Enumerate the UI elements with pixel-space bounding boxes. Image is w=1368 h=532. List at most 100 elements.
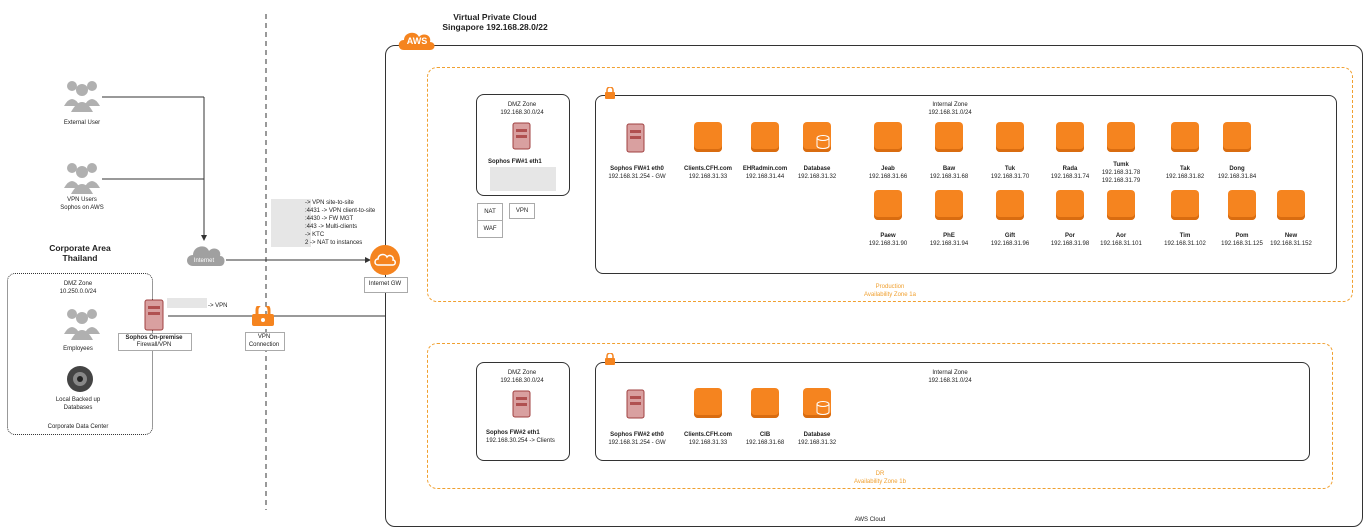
server-name: Gift (1004, 233, 1016, 239)
server-icon (935, 122, 963, 152)
server-name: CIB (759, 432, 771, 438)
server-ip: 192.168.31.44 (745, 174, 785, 180)
server-ip: 192.168.31.98 (1050, 241, 1090, 247)
server-icon (751, 388, 779, 418)
users-group-icon (62, 78, 102, 117)
server-ip: 192.168.31.66 (868, 174, 908, 180)
server-icon (1056, 190, 1084, 220)
dr-dmz-subnet: 192.168.30.0/24 (500, 378, 544, 384)
database-icon (803, 122, 831, 152)
prod-dmz-firewall-icon (511, 121, 533, 156)
server-icon (1107, 122, 1135, 152)
server-ip: 192.168.31.125 (1221, 241, 1263, 247)
server-name: Tuk (1004, 166, 1016, 172)
server-icon (1223, 122, 1251, 152)
server-ip: 192.168.31.32 (797, 174, 837, 180)
production-label: Production (875, 284, 905, 290)
server-ip: 192.168.31.74 (1050, 174, 1090, 180)
dr-az-label: Availability Zone 1b (854, 479, 906, 485)
server-ip: 192.168.31.78 (1101, 170, 1141, 176)
server-icon (874, 190, 902, 220)
onprem-firewall-sub: Firewall/VPN (136, 342, 172, 348)
server-ip: 192.168.31.33 (688, 440, 728, 446)
aws-cloud-footer: AWS Cloud (854, 517, 886, 523)
dr-label: DR (875, 471, 885, 477)
server-name: Clients.CFH.com (683, 166, 732, 172)
server-icon (1171, 122, 1199, 152)
redacted-dmz (490, 167, 556, 191)
vpn-connection-sub: Connection (248, 342, 280, 348)
vpc-title: Virtual Private Cloud (453, 12, 537, 22)
onprem-firewall-icon (143, 298, 167, 337)
production-az-zone (427, 67, 1353, 302)
port-note-2: :4431 -> VPN client-to-site (305, 208, 376, 214)
server-name: Tak (1180, 166, 1190, 172)
server-icon (1056, 122, 1084, 152)
onprem-firewall-labelbox (118, 333, 192, 351)
corporate-footer: Corporate Data Center (47, 424, 109, 430)
port-note-4: :443 -> Multi-clients (305, 224, 358, 230)
vpn-box: VPN (509, 203, 535, 219)
lock-icon (604, 352, 616, 370)
internet-gw-labelbox (364, 277, 408, 293)
prod-internal-fw-label: Sophos FW#1 eth0 (610, 166, 664, 172)
dr-dmz-firewall-icon (511, 389, 533, 424)
server-name: Clients.CFH.com (683, 432, 732, 438)
database-icon (803, 388, 831, 418)
server-name: Pom (1235, 233, 1249, 239)
vpn-users-icon (62, 160, 102, 199)
internet-cloud-icon (184, 240, 226, 273)
server-ip: 192.168.31.102 (1164, 241, 1206, 247)
port-note-1: -> VPN site-to-site (305, 200, 354, 206)
employees-icon (62, 306, 102, 345)
dr-internal-title: Internal Zone (932, 370, 968, 376)
server-ip2: 192.168.31.79 (1101, 178, 1141, 184)
server-ip: 192.168.31.96 (990, 241, 1030, 247)
onprem-firewall-label: Sophos On-premise (125, 335, 183, 341)
server-ip: 192.168.31.90 (868, 241, 908, 247)
internet-gw-label: Internet GW (368, 281, 402, 287)
redacted-ports (271, 199, 311, 247)
vpn-connection-icon (250, 302, 276, 333)
dr-dmz-title: DMZ Zone (507, 370, 537, 376)
prod-dmz-title: DMZ Zone (507, 102, 537, 108)
local-db-label: Local Backed up (55, 397, 101, 403)
server-ip: 192.168.31.68 (929, 174, 969, 180)
server-name: New (1284, 233, 1298, 239)
server-ip: 192.168.31.152 (1270, 241, 1312, 247)
server-name: PhE (943, 233, 955, 239)
server-ip: 192.168.31.70 (990, 174, 1030, 180)
server-name: Database (803, 166, 831, 172)
server-icon (1228, 190, 1256, 220)
external-user-label: External User (63, 120, 101, 126)
internet-gateway-icon (369, 244, 401, 281)
aws-badge: AWS (406, 36, 428, 46)
server-icon (694, 122, 722, 152)
dr-dmz-fw-ip: 192.168.30.254 -> Clients (486, 438, 555, 444)
server-ip: 192.168.31.84 (1217, 174, 1257, 180)
dr-internal-subnet: 192.168.31.0/24 (928, 378, 972, 384)
waf-box: WAF (477, 220, 503, 238)
aws-cloud-icon: AWS (396, 28, 436, 52)
server-icon (751, 122, 779, 152)
lock-icon (604, 86, 616, 104)
vpc-subtitle: Singapore 192.168.28.0/22 (442, 22, 548, 32)
production-az-label: Availability Zone 1a (864, 292, 916, 298)
server-name: Paew (880, 233, 896, 239)
server-name: Dong (1229, 166, 1245, 172)
server-icon (996, 190, 1024, 220)
database-disk-icon (66, 365, 94, 398)
prod-dmz-subnet: 192.168.30.0/24 (500, 110, 544, 116)
vpn-users-label: VPN Users (67, 197, 97, 203)
vpn-users-sub: Sophos on AWS (60, 205, 104, 211)
dr-dmz-fw-label: Sophos FW#2 eth1 (486, 430, 540, 436)
vpn-arrow-label: -> VPN (208, 303, 228, 309)
server-name: Tumk (1113, 162, 1129, 168)
port-note-6: 2 -> NAT to instances (305, 240, 363, 246)
server-name: Rada (1062, 166, 1078, 172)
redacted-block (167, 298, 207, 308)
prod-dmz-fw-label: Sophos FW#1 eth1 (488, 159, 542, 165)
server-ip: 192.168.31.68 (745, 440, 785, 446)
dr-internal-fw-ip: 192.168.31.254 - GW (608, 440, 666, 446)
